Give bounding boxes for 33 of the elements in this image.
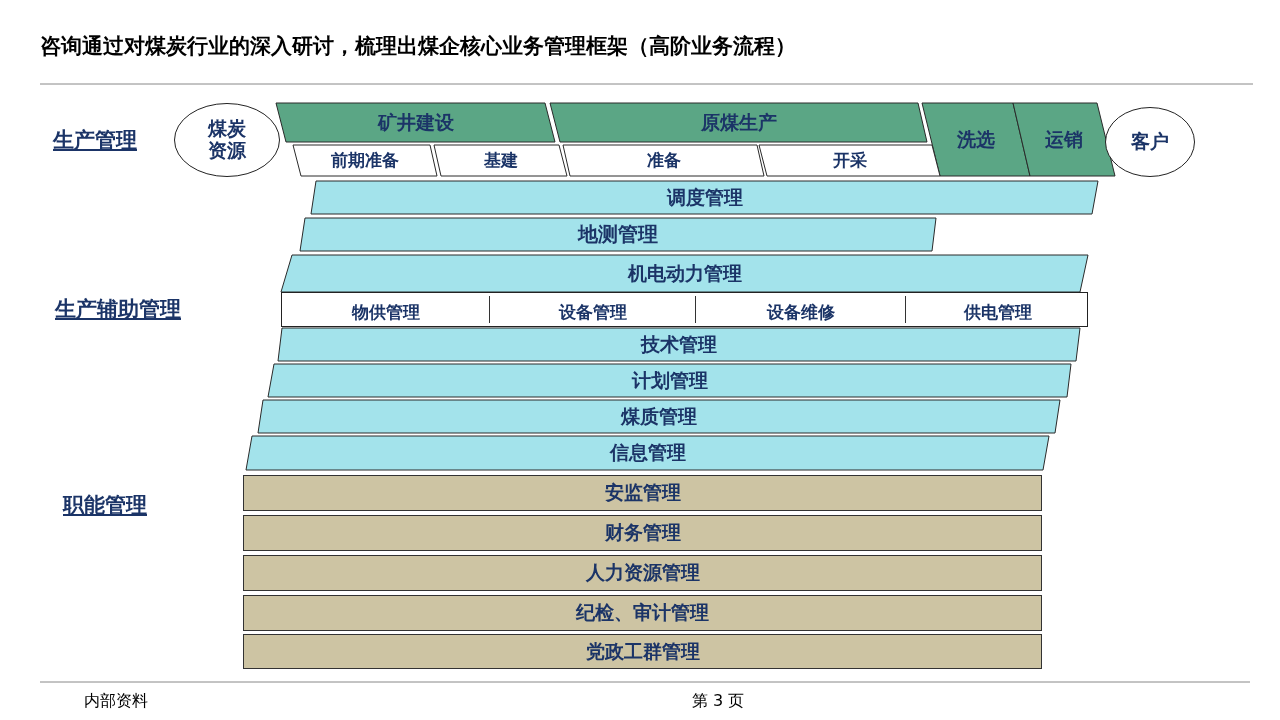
process-band: 原煤生产 [550,103,927,142]
title: 咨询通过对煤炭行业的深入研讨，梳理出煤企核心业务管理框架（高阶业务流程） [40,33,796,60]
page-number: 第 3 页 [692,691,745,712]
process-band: 煤质管理 [258,400,1060,433]
table-band [281,292,1088,327]
function-band: 安监管理 [243,475,1042,511]
ellipse-node: 煤炭资源 [174,103,280,177]
function-band: 纪检、审计管理 [243,595,1042,631]
process-band: 基建 [434,145,567,176]
process-band: 洗选 [922,103,1030,176]
footer-text: 内部资料 [84,691,148,712]
process-band: 前期准备 [293,145,437,176]
section-label: 生产管理 [53,127,137,154]
process-band: 准备 [563,145,764,176]
function-band: 财务管理 [243,515,1042,551]
table-cell: 供电管理 [905,296,1089,323]
process-band: 矿井建设 [276,103,555,142]
section-label: 生产辅助管理 [55,296,181,323]
process-band: 地测管理 [300,218,936,251]
ellipse-node: 客户 [1105,107,1195,177]
table-cell: 物供管理 [282,296,489,323]
function-band: 人力资源管理 [243,555,1042,591]
table-cell: 设备管理 [489,296,695,323]
process-band: 运销 [1013,103,1115,176]
process-band: 开采 [759,145,940,176]
process-band: 技术管理 [278,328,1080,361]
table-cell: 设备维修 [695,296,905,323]
process-band: 调度管理 [311,181,1098,214]
function-band: 党政工群管理 [243,634,1042,669]
process-band: 机电动力管理 [281,255,1088,292]
process-band: 计划管理 [268,364,1071,397]
section-label: 职能管理 [63,492,147,519]
process-band: 信息管理 [246,436,1049,470]
